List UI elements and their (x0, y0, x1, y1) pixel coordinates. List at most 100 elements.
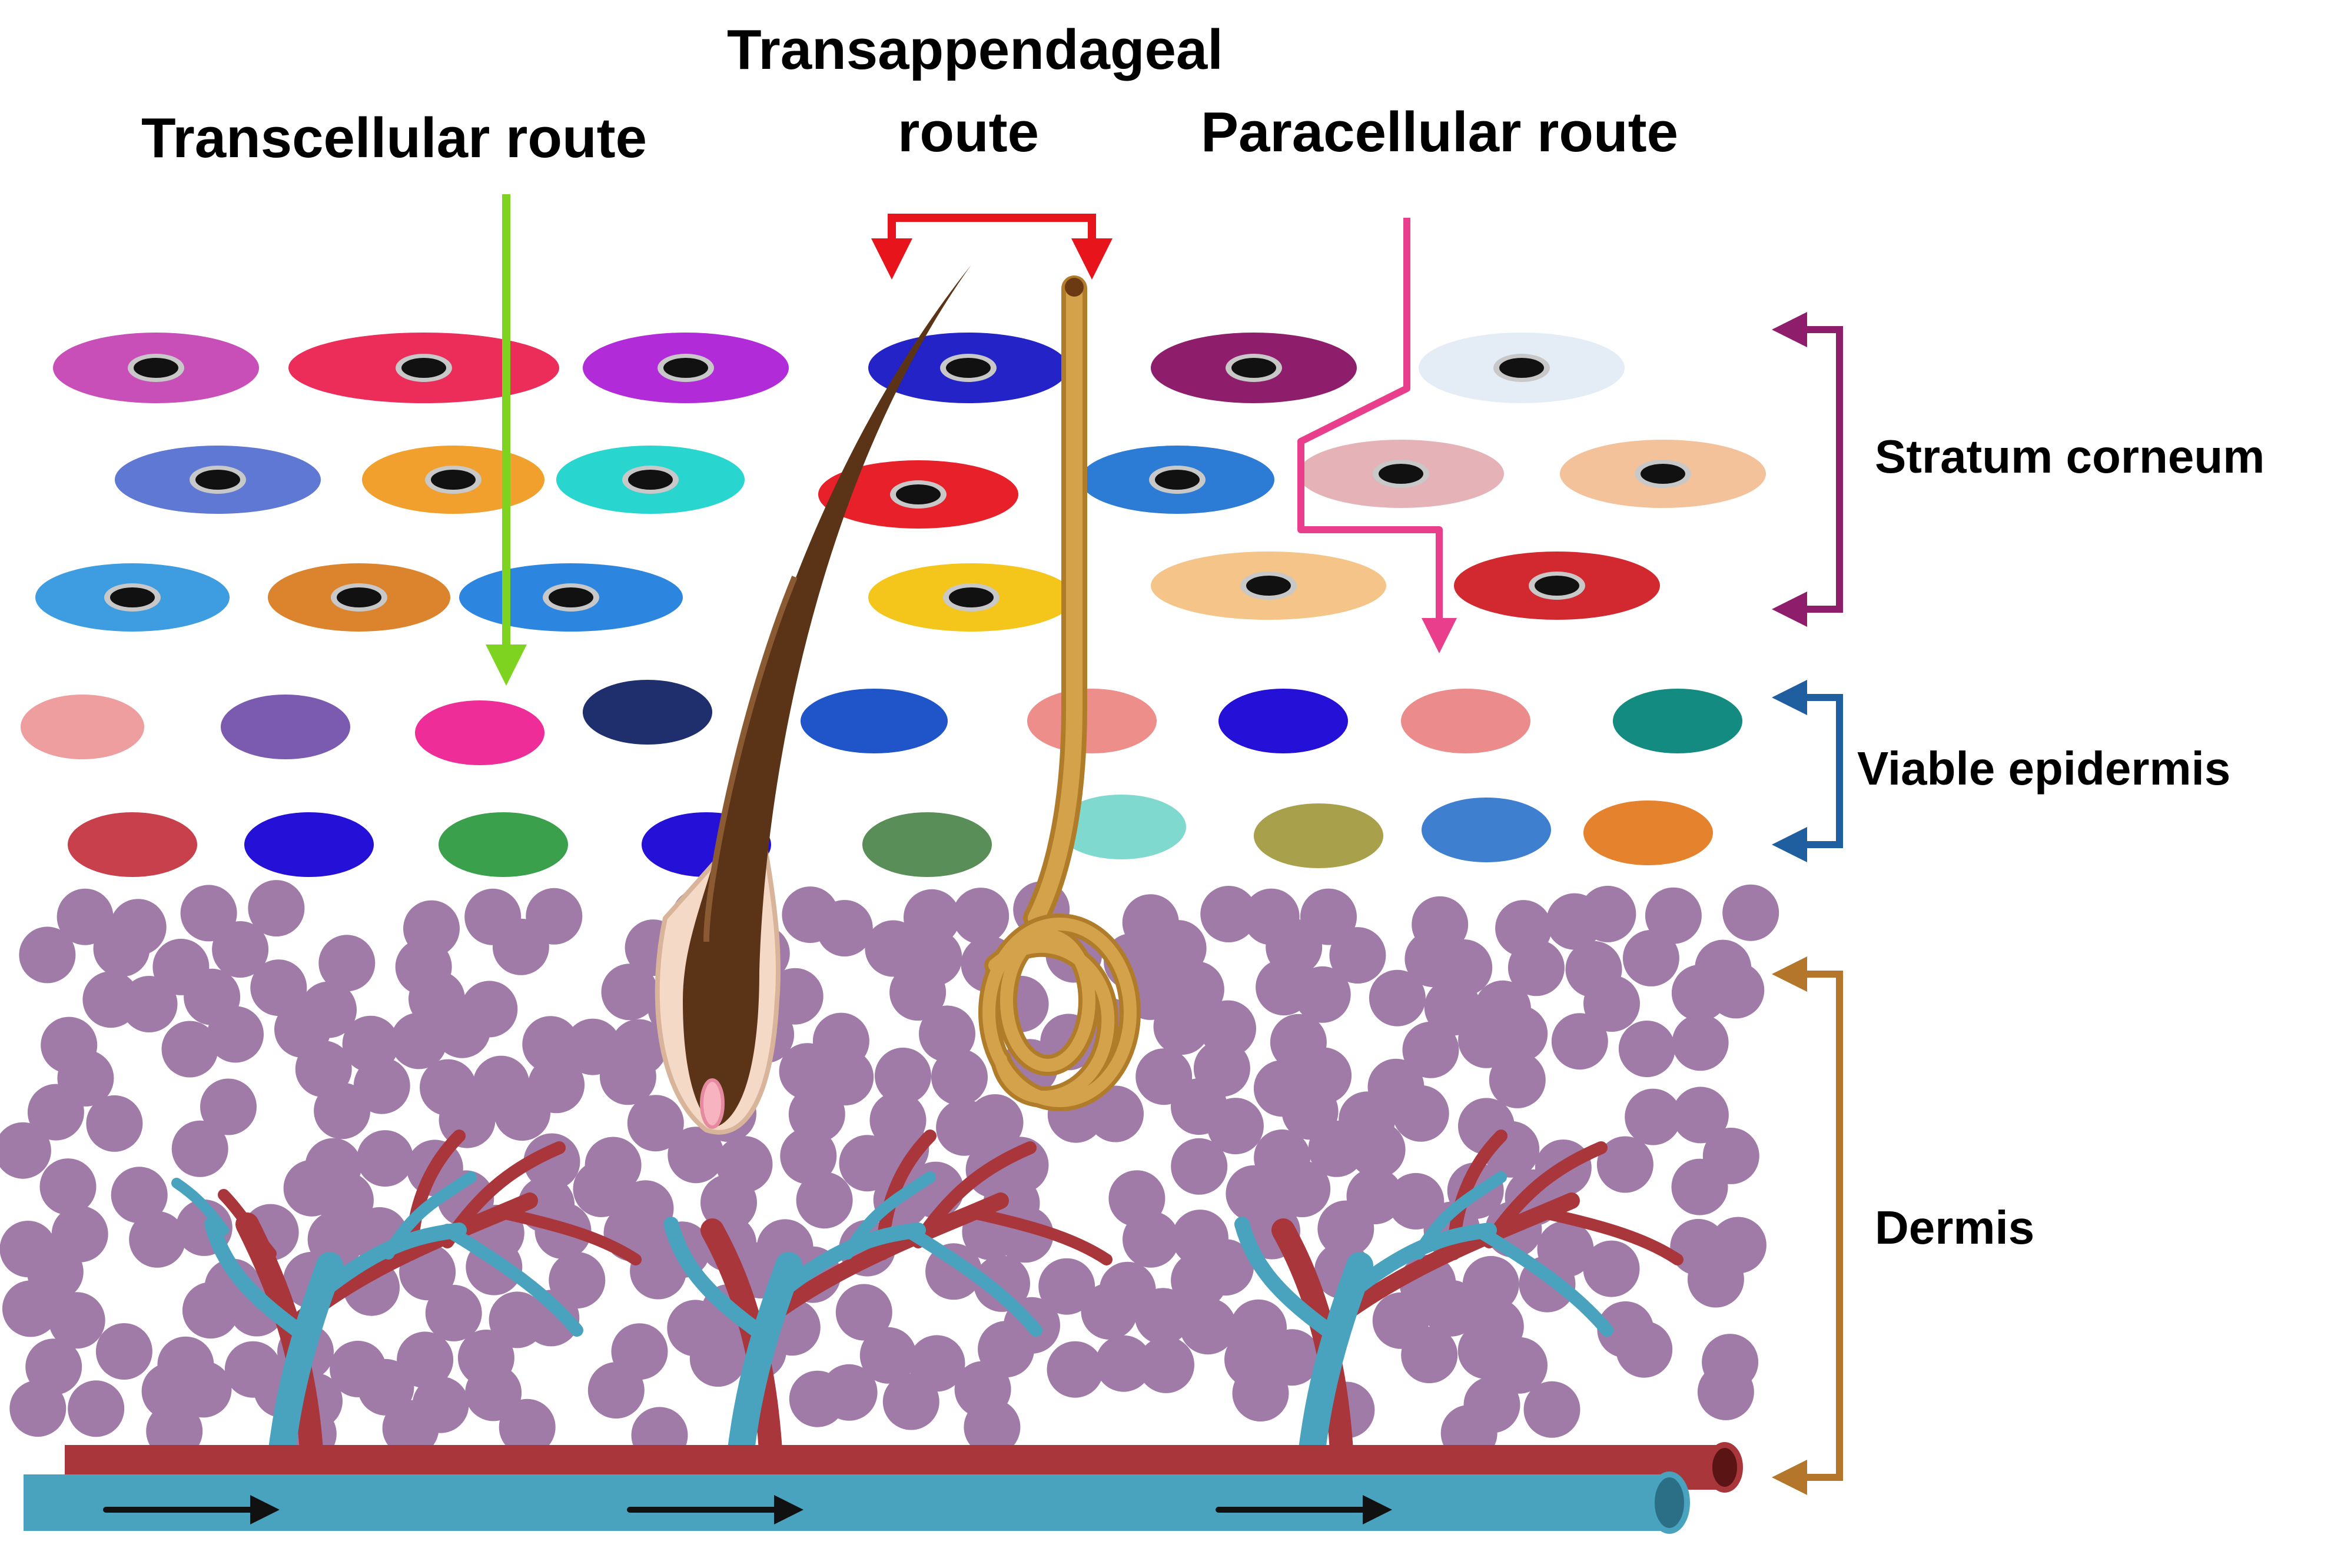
dermis-cell (1180, 1298, 1236, 1355)
dermis-cell (1722, 884, 1779, 941)
sweat-gland-icon (978, 275, 1141, 1111)
dermis-cell (129, 1211, 186, 1268)
dermis-cell (835, 1284, 892, 1341)
dermis-cell (1123, 1211, 1179, 1268)
viable-epidermis-label: Viable epidermis (1857, 742, 2231, 795)
dermis-cell (499, 1398, 556, 1456)
dermis-cell (964, 1398, 1021, 1456)
corneocyte (583, 333, 789, 403)
epidermal-cell (583, 680, 712, 745)
dermis-cell (1523, 1381, 1580, 1438)
dermis-cell (821, 1364, 878, 1421)
epidermal-cell (1613, 689, 1742, 753)
dermis-cell (1583, 1240, 1640, 1297)
dermis-cell (1317, 1200, 1374, 1257)
dermis-cell (1081, 1283, 1138, 1340)
blood-vessel-network (24, 1130, 1743, 1534)
nucleus (1379, 464, 1423, 484)
dermis-cell (627, 1095, 684, 1152)
route-arrows (486, 194, 1457, 686)
corneocyte (868, 563, 1074, 632)
dermis-cell (1200, 886, 1257, 942)
dermis-cell (1087, 1085, 1144, 1142)
dermis-cell (161, 1021, 218, 1078)
dermis-cell (1047, 1341, 1104, 1398)
dermis-cell (1349, 1121, 1406, 1178)
paracellular-route-label: Paracellular route (1201, 101, 1679, 164)
dermis-cell (93, 920, 150, 977)
dermis-cell (1671, 1158, 1728, 1215)
nucleus (949, 587, 994, 607)
dermis-cell (86, 1095, 143, 1152)
nucleus (401, 358, 446, 378)
dermis-cell (889, 964, 947, 1021)
epidermal-cell (1422, 798, 1551, 862)
nucleus (1499, 358, 1544, 378)
dermis-cell (182, 1282, 239, 1339)
dermis-cell (780, 1127, 837, 1184)
corneocyte (35, 563, 230, 632)
dermis-cell (904, 889, 960, 946)
corneocyte (362, 446, 544, 514)
dermis-cell (630, 1243, 687, 1300)
dermis-cell (1402, 1021, 1459, 1078)
paracellular-arrow (1297, 218, 1457, 653)
dermis-cell (1489, 1051, 1546, 1108)
dermis-cell (859, 1327, 917, 1384)
dermis-cells (0, 880, 1779, 1464)
dermis-cell (9, 1380, 67, 1437)
dermis-cell (200, 1078, 257, 1135)
dermis-cell (875, 1047, 931, 1104)
epidermal-cell (221, 695, 350, 759)
dermis-cell (1507, 939, 1565, 996)
corneocyte (818, 460, 1018, 529)
nucleus (431, 470, 476, 490)
dermis-cell (1329, 927, 1386, 984)
dermis-cell (1697, 1363, 1754, 1420)
dermis-cell (766, 968, 824, 1025)
epidermal-cell (415, 700, 544, 765)
dermis-cell (952, 888, 1010, 945)
epidermal-cell (244, 812, 374, 877)
dermis-cell (390, 1012, 447, 1069)
nucleus (1246, 576, 1291, 596)
nucleus (110, 587, 155, 607)
dermis-cell (1401, 1327, 1458, 1384)
dermis-cell (434, 1001, 491, 1058)
dermis-cell (1207, 1098, 1264, 1155)
corneocyte (1151, 552, 1386, 620)
dermis-cell (397, 1331, 454, 1388)
dermis-cell (523, 1133, 580, 1190)
epidermal-cell (1254, 803, 1383, 868)
dermis-cell (1038, 1258, 1095, 1315)
dermis-cell (1625, 1088, 1682, 1145)
nucleus (628, 470, 673, 490)
dermis-cell (1618, 1021, 1675, 1077)
dermis-cell (465, 1364, 522, 1421)
vein (24, 1474, 1672, 1531)
dermis-cell (1583, 975, 1640, 1032)
dermis-cell (1672, 1087, 1729, 1144)
dermis-cell (931, 1049, 988, 1105)
dermis-cell (425, 1284, 482, 1341)
epidermal-cell (1057, 795, 1186, 859)
dermis-cell (1138, 1336, 1194, 1393)
dermis-cell (587, 1362, 645, 1419)
epidermal-cell (862, 812, 992, 877)
dermis-cell (307, 1211, 364, 1268)
corneocyte (459, 563, 683, 632)
dermis-cell (494, 1084, 551, 1141)
transappendageal-route-label-line2: route (898, 101, 1039, 164)
dermis-cell (523, 1290, 580, 1347)
dermis-cell (1708, 962, 1765, 1019)
dermis-cell (1308, 1120, 1365, 1177)
dermis-cell (700, 1174, 757, 1231)
dermis-cell (207, 1006, 264, 1063)
dermis-cell (919, 1005, 975, 1062)
nucleus (663, 358, 708, 378)
nucleus (1231, 358, 1276, 378)
transappendageal-arrow (871, 214, 1113, 280)
corneocyte (1560, 440, 1766, 508)
dermis-cell (492, 918, 549, 975)
dermis-cell (1197, 1239, 1254, 1296)
